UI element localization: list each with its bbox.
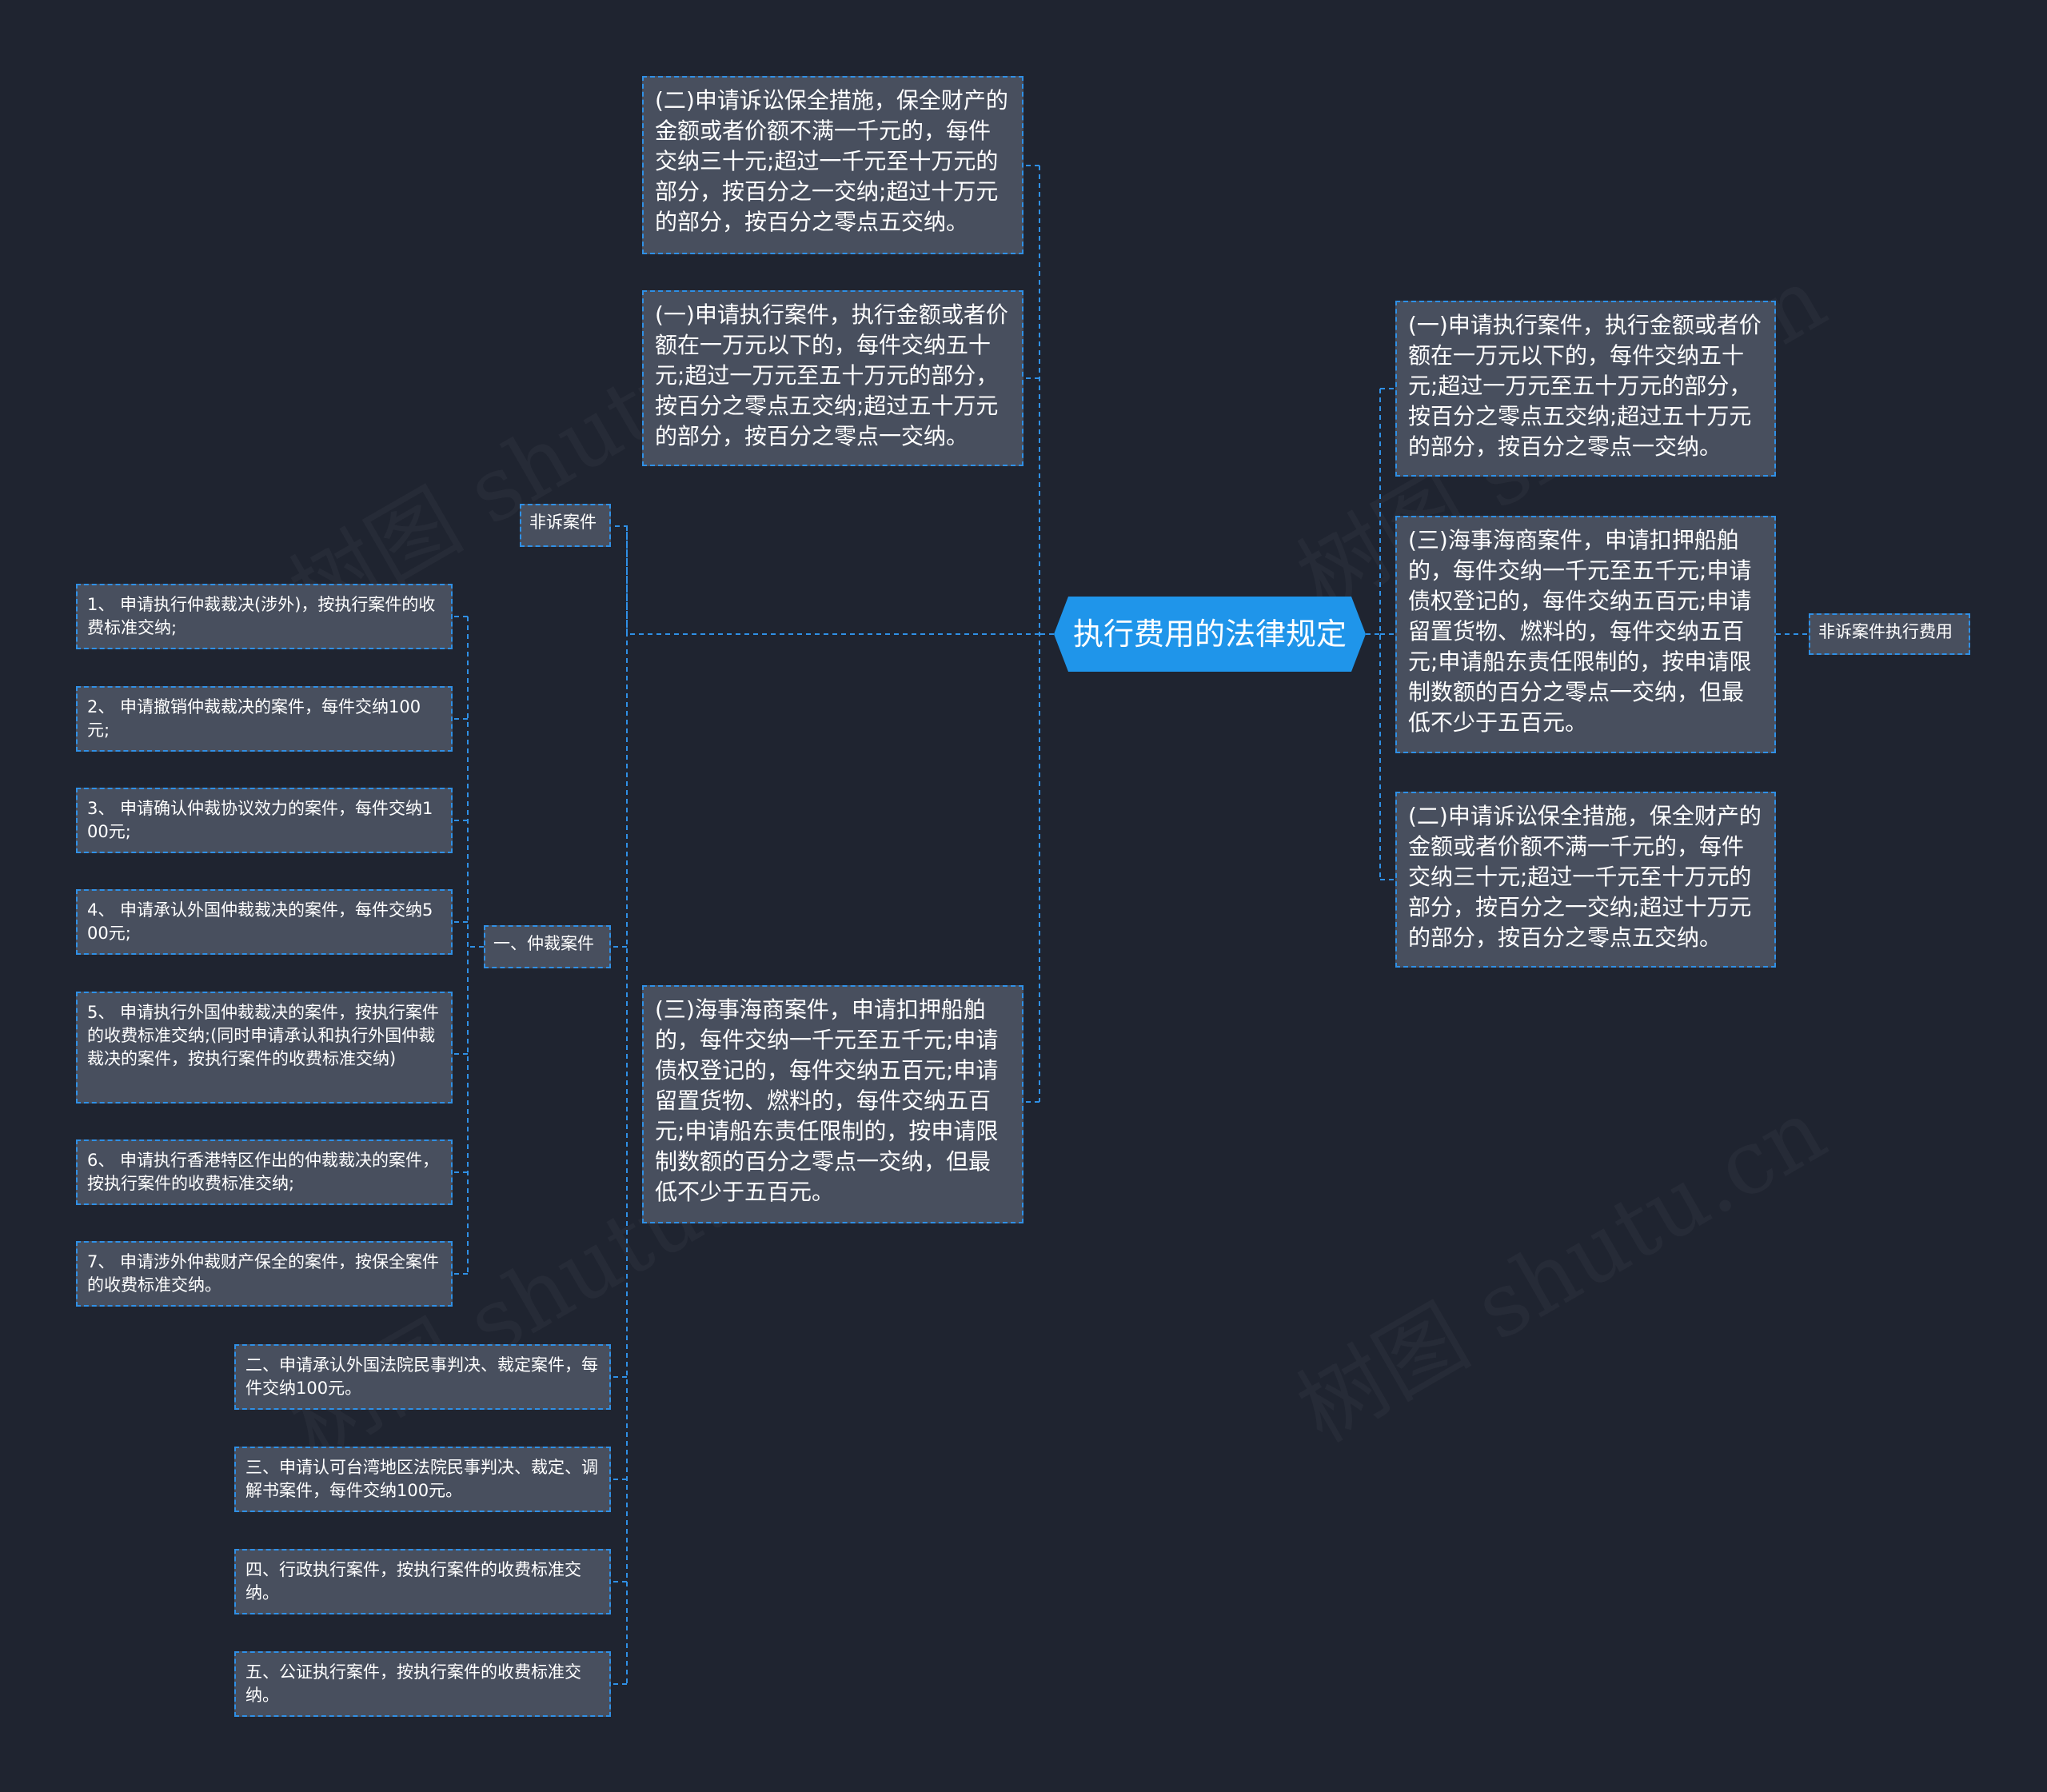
other-item[interactable]: 四、行政执行案件，按执行案件的收费标准交纳。 [234,1549,611,1614]
watermark: 树图 shutu.cn [1271,1061,1844,1466]
arbitration-item[interactable]: 5、 申请执行外国仲裁裁决的案件，按执行案件的收费标准交纳;(同时申请承认和执行… [76,992,453,1104]
node-execution-right[interactable]: (一)申请执行案件，执行金额或者价额在一万元以下的，每件交纳五十元;超过一万元至… [1395,301,1776,477]
link-spine-nonlitigation [611,525,1039,635]
node-arbitration[interactable]: 一、仲裁案件 [484,925,611,968]
node-preservation-left[interactable]: (二)申请诉讼保全措施，保全财产的金额或者价额不满一千元的，每件交纳三十元;超过… [642,76,1024,254]
node-maritime-right[interactable]: (三)海事海商案件，申请扣押船舶的，每件交纳一千元至五千元;申请债权登记的，每件… [1395,516,1776,753]
arbitration-item[interactable]: 3、 申请确认仲裁协议效力的案件，每件交纳100元; [76,788,453,853]
arbitration-item[interactable]: 7、 申请涉外仲裁财产保全的案件，按保全案件的收费标准交纳。 [76,1241,453,1307]
arbitration-item[interactable]: 1、 申请执行仲裁裁决(涉外)，按执行案件的收费标准交纳; [76,584,453,649]
node-maritime-left[interactable]: (三)海事海商案件，申请扣押船舶的，每件交纳一千元至五千元;申请债权登记的，每件… [642,985,1024,1223]
node-preservation-right[interactable]: (二)申请诉讼保全措施，保全财产的金额或者价额不满一千元的，每件交纳三十元;超过… [1395,792,1776,968]
arbitration-item[interactable]: 6、 申请执行香港特区作出的仲裁裁决的案件，按执行案件的收费标准交纳; [76,1139,453,1205]
other-item[interactable]: 二、申请承认外国法院民事判决、裁定案件，每件交纳100元。 [234,1344,611,1410]
other-item[interactable]: 三、申请认可台湾地区法院民事判决、裁定、调解书案件，每件交纳100元。 [234,1447,611,1512]
node-non-litigation-execution-fees[interactable]: 非诉案件执行费用 [1809,613,1970,655]
arbitration-item[interactable]: 2、 申请撤销仲裁裁决的案件，每件交纳100元; [76,686,453,752]
other-item[interactable]: 五、公证执行案件，按执行案件的收费标准交纳。 [234,1651,611,1717]
arbitration-item[interactable]: 4、 申请承认外国仲裁裁决的案件，每件交纳500元; [76,889,453,955]
node-non-litigation[interactable]: 非诉案件 [520,504,611,547]
root-topic[interactable]: 执行费用的法律规定 [1054,597,1366,672]
node-execution-left[interactable]: (一)申请执行案件，执行金额或者价额在一万元以下的，每件交纳五十元;超过一万元至… [642,290,1024,466]
